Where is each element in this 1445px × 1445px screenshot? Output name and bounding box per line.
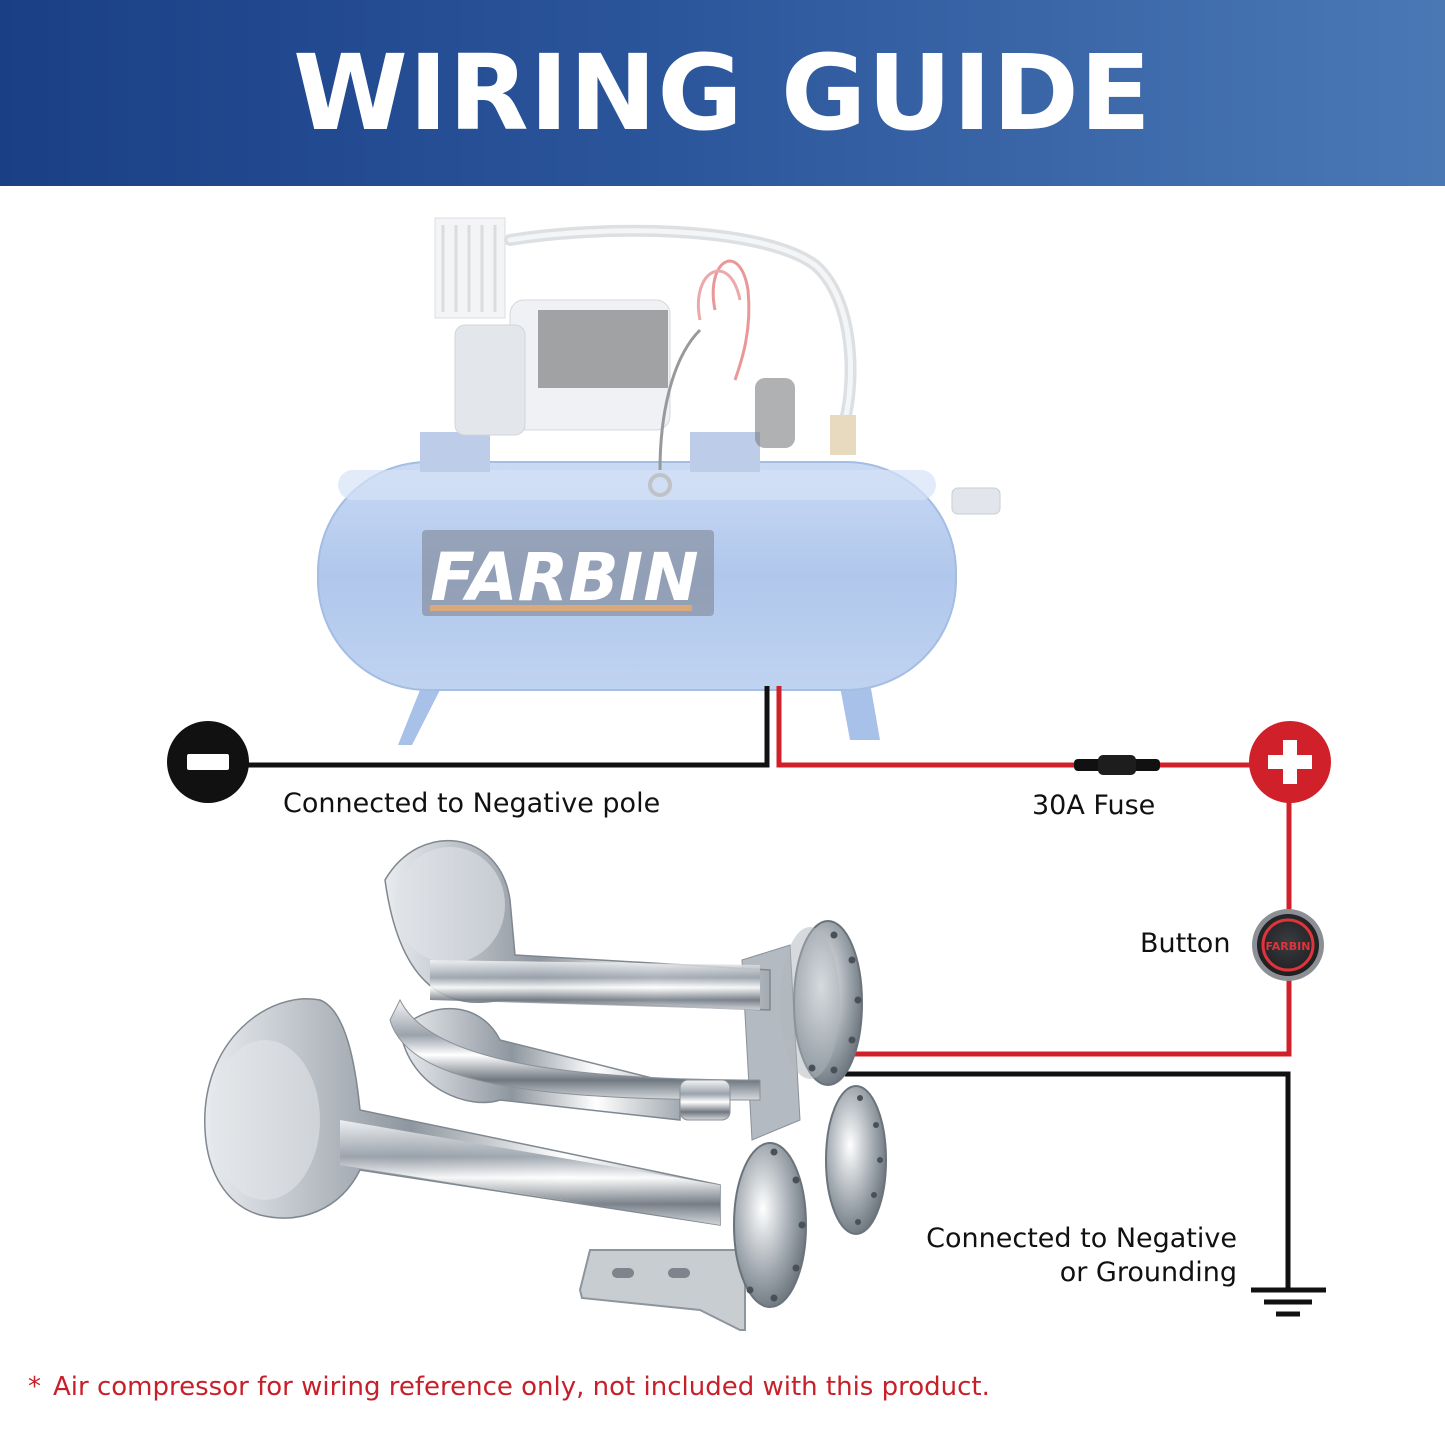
train-horn-image <box>204 839 887 1331</box>
ground-icon <box>1251 1287 1326 1317</box>
footer-note-text: Air compressor for wiring reference only… <box>53 1372 990 1402</box>
label-ground-line1: Connected to Negative <box>926 1223 1237 1254</box>
wire-positive-compressor <box>776 686 1076 768</box>
page-title: WIRING GUIDE <box>293 32 1152 154</box>
compressor-logo: FARBIN <box>430 539 699 616</box>
footer-asterisk: * <box>28 1372 41 1402</box>
label-negative-pole: Connected to Negative pole <box>283 788 661 819</box>
air-compressor-image: FARBIN <box>317 217 1001 745</box>
label-button: Button <box>1140 928 1231 959</box>
label-ground-line2: or Grounding <box>1059 1257 1237 1288</box>
wire-negative-compressor <box>208 686 770 768</box>
horn-button-icon: FARBIN <box>1252 909 1324 981</box>
footer-note: * Air compressor for wiring reference onl… <box>28 1372 990 1402</box>
header-banner: WIRING GUIDE <box>0 0 1445 186</box>
positive-terminal-icon <box>1249 721 1331 803</box>
wire-horn-ground <box>845 1071 1291 1290</box>
button-logo: FARBIN <box>1266 940 1311 953</box>
negative-terminal-icon <box>167 721 249 803</box>
fuse-icon <box>1074 755 1160 775</box>
label-fuse: 30A Fuse <box>1032 790 1156 821</box>
wire-button-to-horn <box>845 978 1292 1057</box>
